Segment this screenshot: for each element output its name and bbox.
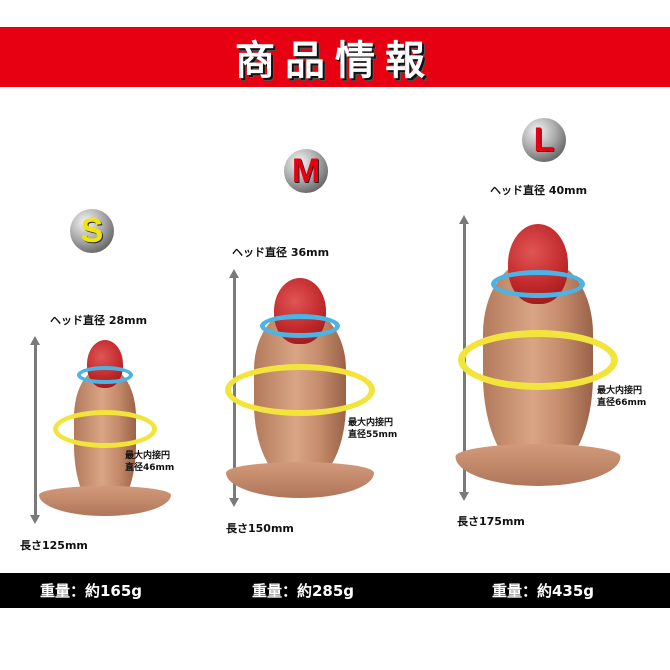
size-s-max-inscribed-line2: 直径46mm [125,463,175,473]
size-badge-m: M [284,149,328,193]
size-l-length: 長さ175mm [457,515,525,528]
size-badge-m-letter: M [291,151,321,190]
size-s-head-diameter: ヘッド直径 28mm [50,314,148,327]
size-badge-s-letter: S [80,211,104,250]
size-s-weight: 重量：約165g [40,582,143,600]
size-badge-l-letter: L [533,120,555,159]
size-s-length: 長さ125mm [20,539,88,552]
size-m-max-inscribed-line2: 直径55mm [348,430,398,440]
size-s-max-inscribed-line1: 最大内接円 [125,451,171,461]
weight-bar: 重量：約165g 重量：約285g 重量：約435g [0,573,670,608]
size-m-weight: 重量：約285g [252,582,355,600]
size-badge-s: S [70,209,114,253]
size-s-product-image [30,338,180,528]
page-title: 商品情報 [235,38,435,84]
size-m-max-inscribed-label: 最大内接円 直径55mm [348,417,397,441]
size-s-max-inscribed-label: 最大内接円 直径46mm [125,450,174,474]
size-l-head-diameter: ヘッド直径 40mm [490,184,588,197]
header-banner: 商品情報 [0,27,670,87]
size-m-length: 長さ150mm [226,522,294,535]
size-m-product-image [220,274,380,508]
size-badge-l: L [522,118,566,162]
size-s-length-arrow [30,336,40,524]
size-l-weight: 重量：約435g [492,582,595,600]
size-l-product-image [450,220,625,505]
size-m-max-inscribed-line1: 最大内接円 [348,418,394,428]
size-l-max-inscribed-line2: 直径66mm [597,398,647,408]
size-m-head-diameter: ヘッド直径 36mm [232,246,330,259]
size-l-max-inscribed-line1: 最大内接円 [597,386,643,396]
size-l-max-inscribed-label: 最大内接円 直径66mm [597,385,646,409]
